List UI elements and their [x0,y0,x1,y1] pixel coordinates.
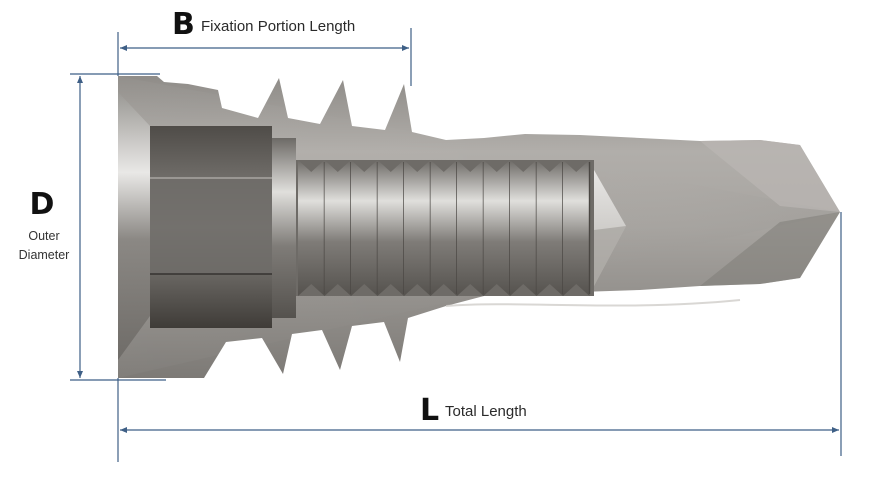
thread-ridge [563,160,590,296]
dimension-labels: B Fixation Portion Length L Total Length… [19,7,527,428]
diameter-arrow-top [77,76,83,83]
fixation-label: Fixation Portion Length [201,18,355,35]
total-arrow-left [120,427,127,433]
tip-facet-bottom [700,212,840,286]
thread-ridge [510,160,537,296]
thread-ridge [457,160,484,296]
total-arrow-right [832,427,839,433]
lower-groove [445,299,741,307]
fixation-letter: B [172,7,195,42]
tip-facet-top [700,140,840,212]
internal-connection [118,92,296,360]
thread-tip-shadow [594,226,626,286]
diameter-label-line2: Diameter [19,248,70,262]
bore-wall [118,92,150,360]
thread-ridge [536,160,563,296]
thread-ridge [298,160,325,296]
thread-ridges [298,160,591,296]
hex-facet-mid [150,178,272,274]
thread-ridge [377,160,404,296]
thread-ridge [351,160,378,296]
diameter-label-line1: Outer [28,229,59,243]
total-label: Total Length [445,403,527,420]
thread-ridge [430,160,457,296]
thread-ridge [483,160,510,296]
diameter-letter: D [30,187,55,222]
fixation-arrow-right [402,45,409,51]
total-letter: L [420,393,439,428]
hex-collar [272,138,296,318]
internal-thread [296,160,626,296]
fixation-arrow-left [120,45,127,51]
diameter-arrow-bottom [77,371,83,378]
thread-ridge [404,160,431,296]
thread-ridge [324,160,351,296]
dimension-lines [70,28,842,462]
